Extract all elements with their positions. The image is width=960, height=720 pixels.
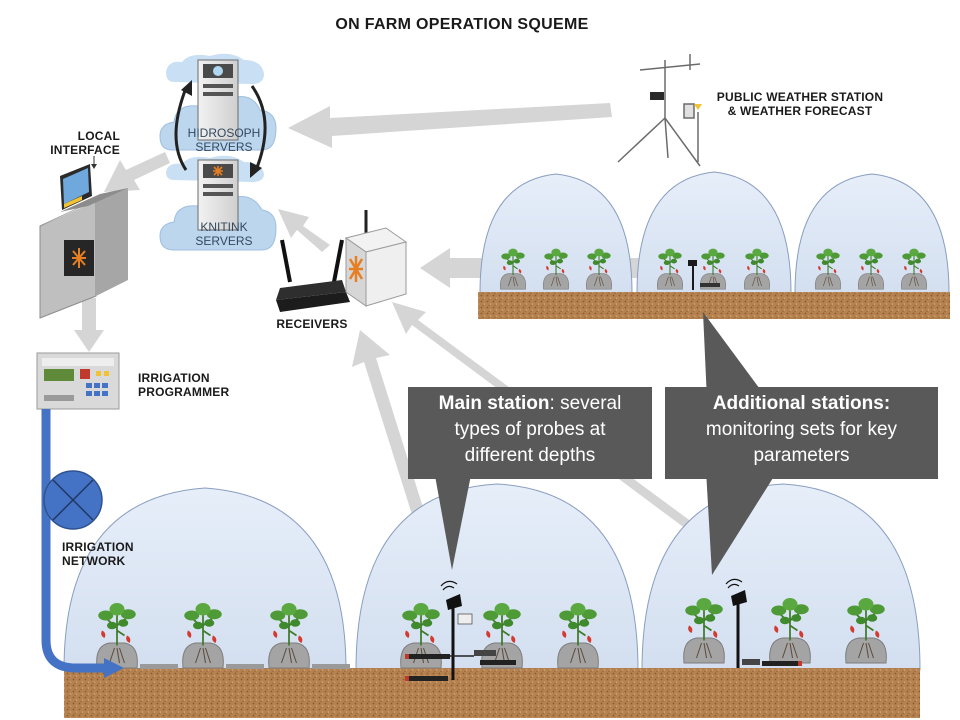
knitink-label-line2: SERVERS bbox=[195, 234, 253, 248]
router-icon bbox=[276, 239, 350, 312]
receivers-label: RECEIVERS bbox=[276, 317, 348, 331]
programmer-label-line1: IRRIGATION bbox=[138, 371, 210, 385]
add-callout-line1: Additional stations: bbox=[665, 391, 938, 417]
hidrosoph-servers-label: HIDROSOPH SERVERS bbox=[174, 126, 274, 154]
soil-top bbox=[478, 292, 950, 319]
weather-label-line1: PUBLIC WEATHER STATION bbox=[716, 90, 884, 104]
weather-station-icon bbox=[617, 54, 702, 167]
additional-stations-callout: Additional stations: monitoring sets for… bbox=[665, 387, 938, 479]
irrigation-programmer-icon bbox=[36, 352, 120, 410]
weather-station-label: PUBLIC WEATHER STATION & WEATHER FORECAS… bbox=[690, 90, 910, 118]
local-interface-label-line1: LOCAL bbox=[77, 129, 120, 143]
main-callout-line2: types of probes at bbox=[454, 419, 606, 440]
tunnel-row-top bbox=[478, 171, 950, 319]
valve-icon bbox=[43, 470, 103, 530]
knitink-servers-label: KNITINK SERVERS bbox=[174, 220, 274, 248]
callout-add-pointer-down bbox=[706, 470, 778, 575]
main-callout-bold: Main station bbox=[438, 393, 550, 414]
computer-terminal-icon bbox=[39, 164, 128, 319]
arrow-servers-to-interface bbox=[104, 152, 170, 192]
arrow-receivers-to-servers bbox=[278, 209, 330, 252]
tunnel-bottom-2 bbox=[355, 483, 639, 671]
probe-icon bbox=[405, 650, 516, 681]
hidrosoph-cloud-server-icon bbox=[159, 53, 277, 151]
callout-main-pointer bbox=[434, 470, 472, 570]
add-callout-line2: monitoring sets for key bbox=[705, 419, 898, 440]
main-station-callout: Main station: several types of probes at… bbox=[408, 387, 652, 479]
irrigation-pipe bbox=[41, 409, 108, 673]
arrow-weather-to-servers bbox=[288, 103, 612, 148]
hidrosoph-label-line2: SERVERS bbox=[195, 140, 253, 154]
arrow-main-to-receivers bbox=[352, 330, 438, 559]
add-callout-bold: Additional stations: bbox=[712, 393, 891, 414]
main-callout-line1: Main station: several bbox=[408, 391, 652, 417]
page-title: ON FARM OPERATION SQUEME bbox=[335, 16, 589, 33]
additional-station bbox=[725, 578, 802, 668]
programmer-label-line2: PROGRAMMER bbox=[138, 385, 230, 399]
tunnel-bottom-1 bbox=[63, 487, 347, 671]
main-station bbox=[405, 580, 516, 681]
hidrosoph-label-line1: HIDROSOPH bbox=[187, 126, 261, 140]
sensor-station-icon bbox=[688, 260, 720, 290]
arrow-interface-to-programmer bbox=[74, 298, 104, 352]
tunnel-row-bottom bbox=[63, 483, 921, 718]
local-interface-label-line2: INTERFACE bbox=[50, 143, 120, 157]
add-callout-line3: parameters bbox=[753, 445, 850, 466]
main-callout-line3: different depths bbox=[464, 445, 596, 466]
receiver-box-icon bbox=[344, 210, 408, 307]
soil-bottom bbox=[64, 668, 920, 718]
irrigation-programmer-label: IRRIGATION PROGRAMMER bbox=[138, 371, 258, 399]
local-interface-label: LOCAL INTERFACE bbox=[30, 129, 120, 157]
knitink-cloud-server-icon bbox=[159, 155, 277, 251]
datalogger-box bbox=[457, 613, 473, 625]
irrigation-network-label: IRRIGATION NETWORK bbox=[62, 540, 162, 568]
network-label-line1: IRRIGATION bbox=[62, 540, 134, 554]
main-callout-rest1: : several bbox=[549, 393, 622, 414]
sync-arrows-icon bbox=[174, 80, 267, 178]
weather-label-line2: & WEATHER FORECAST bbox=[727, 104, 873, 118]
knitink-label-line1: KNITINK bbox=[200, 220, 248, 234]
pipe-arrow-head bbox=[104, 658, 124, 678]
network-label-line2: NETWORK bbox=[62, 554, 126, 568]
callout-add-pointer-up bbox=[703, 312, 768, 400]
